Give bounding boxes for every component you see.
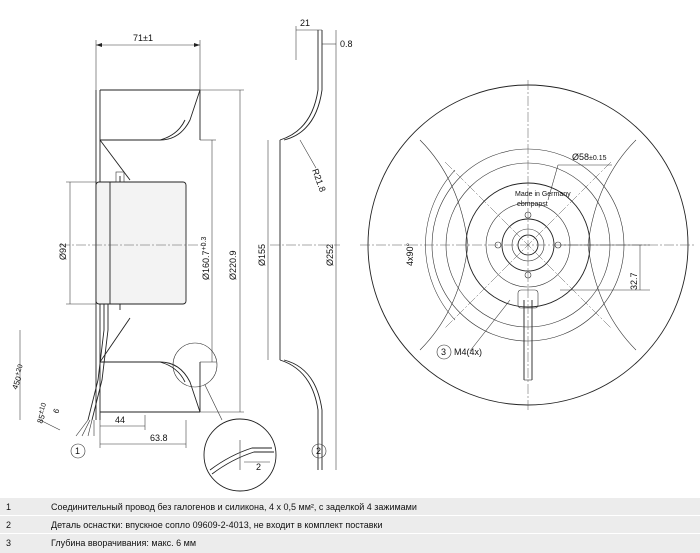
- technical-drawing: 71±1 Ø92 Ø160.7+0.3 Ø220.9 450+20 85±10 …: [9, 18, 696, 492]
- detail-2-label: 2: [256, 462, 261, 472]
- dim-dia-1607: Ø160.7+0.3: [200, 139, 216, 363]
- note-number: 3: [6, 538, 12, 548]
- callout-2: 2: [311, 443, 327, 459]
- dim-1607-label: Ø160.7: [201, 250, 211, 280]
- dim-58-tol: ±0.15: [589, 155, 607, 162]
- note-number: 1: [6, 502, 12, 512]
- note-text: Деталь оснастки: впускное сопло 09609-2-…: [51, 520, 383, 530]
- nozzle-view: [270, 30, 340, 470]
- dim-6-label: 6: [51, 407, 61, 415]
- callout-3: 3: [436, 344, 452, 360]
- thread-m4-label: M4(4x): [454, 347, 482, 357]
- callout-1: 1: [70, 443, 86, 459]
- callout-2-label: 2: [316, 446, 321, 456]
- dim-dia-92: Ø92: [58, 181, 96, 305]
- dim-85-label: 85: [35, 413, 47, 425]
- dim-2209-label: Ø220.9: [228, 250, 238, 280]
- notes-table: 1 Соединительный провод без галогенов и …: [0, 497, 700, 553]
- dim-nozzle: 21 0.8 R21.8 Ø155 Ø252: [257, 18, 353, 470]
- detail-view: 2: [172, 342, 277, 492]
- svg-text:85±10: 85±10: [34, 402, 50, 425]
- dim-r218-label: R21.8: [310, 167, 328, 193]
- dim-71-label: 71±1: [133, 33, 153, 43]
- dim-450-label: 450: [10, 375, 23, 391]
- dim-cable: 450+20 85±10 6: [9, 330, 62, 431]
- note-number: 2: [6, 520, 12, 530]
- callout-3-label: 3: [441, 347, 446, 357]
- dim-1607-tol: +0.3: [201, 237, 208, 251]
- dim-dia-2209: Ø220.9: [200, 89, 244, 413]
- note-text: Глубина вворачивания: макс. 6 мм: [51, 538, 197, 548]
- note-row-1: 1 Соединительный провод без галогенов и …: [0, 497, 700, 516]
- svg-text:Ø58±0.15: Ø58±0.15: [572, 152, 607, 162]
- dim-58-label: Ø58: [572, 152, 589, 162]
- callout-1-label: 1: [75, 446, 80, 456]
- dim-450-tol: +20: [14, 363, 25, 377]
- note-text: Соединительный провод без галогенов и си…: [51, 502, 417, 512]
- dim-44-label: 44: [115, 415, 125, 425]
- dim-92-label: Ø92: [58, 243, 68, 260]
- dim-638-label: 63.8: [150, 433, 168, 443]
- dim-bottom: 44 63.8: [99, 415, 187, 448]
- dim-4x90-label: 4x90°: [405, 242, 415, 266]
- dim-85-tol: ±10: [38, 402, 49, 415]
- svg-text:450+20: 450+20: [9, 363, 27, 390]
- dim-327-label: 32.7: [629, 272, 639, 290]
- dim-21-label: 21: [300, 18, 310, 28]
- dim-08-label: 0.8: [340, 39, 353, 49]
- dim-252-label: Ø252: [325, 244, 335, 266]
- note-row-3: 3 Глубина вворачивания: макс. 6 мм: [0, 533, 700, 552]
- svg-text:Ø160.7+0.3: Ø160.7+0.3: [201, 237, 211, 280]
- side-view: [60, 89, 205, 437]
- hub-label-made-in: Made in Germany: [515, 191, 571, 198]
- hub-label-brand: ebmpapst: [517, 201, 548, 208]
- dim-155-label: Ø155: [257, 244, 267, 266]
- dim-front: Ø58±0.15 4x90° 32.7 M4(4x): [405, 152, 650, 357]
- note-row-2: 2 Деталь оснастки: впускное сопло 09609-…: [0, 515, 700, 534]
- dim-width-71: 71±1: [95, 33, 201, 90]
- front-view: Made in Germany ebmpapst: [360, 80, 696, 410]
